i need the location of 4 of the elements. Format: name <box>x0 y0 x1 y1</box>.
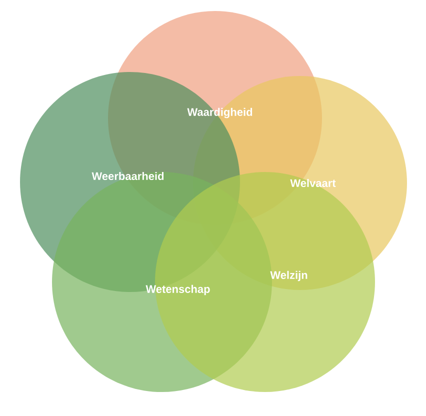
circle-label: Wetenschap <box>146 284 210 296</box>
circle-label: Welzijn <box>270 270 308 282</box>
circle-label: Weerbaarheid <box>92 172 164 180</box>
circle-label: Welvaart <box>290 178 336 188</box>
